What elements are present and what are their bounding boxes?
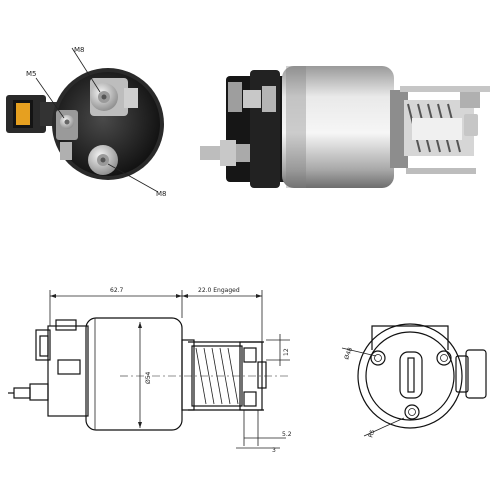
dim-small-c: 3 xyxy=(272,447,276,454)
m8-terminal-bottom-photo xyxy=(88,145,118,175)
callout-m8-bottom: M8 xyxy=(156,190,167,198)
dim-radius: R5 xyxy=(367,429,376,439)
m5-terminal-photo xyxy=(56,110,78,160)
connector-plug xyxy=(6,95,62,133)
dim-bolt-circle: Ø48 xyxy=(343,347,354,361)
callout-m5: M5 xyxy=(26,70,37,78)
dim-length-main: 62.7 xyxy=(110,287,124,294)
callout-m8-top: M8 xyxy=(74,46,85,54)
end-drawing xyxy=(341,323,487,437)
m8-terminal-top-photo xyxy=(90,78,138,116)
dim-small-a: 12 xyxy=(283,348,290,356)
dim-length-stroke: 22.0 Engaged xyxy=(198,287,240,294)
side-view-photo xyxy=(200,66,490,188)
side-drawing xyxy=(8,290,290,449)
dim-diameter: Ø54 xyxy=(145,371,152,384)
dim-small-b: 5.2 xyxy=(282,431,292,438)
